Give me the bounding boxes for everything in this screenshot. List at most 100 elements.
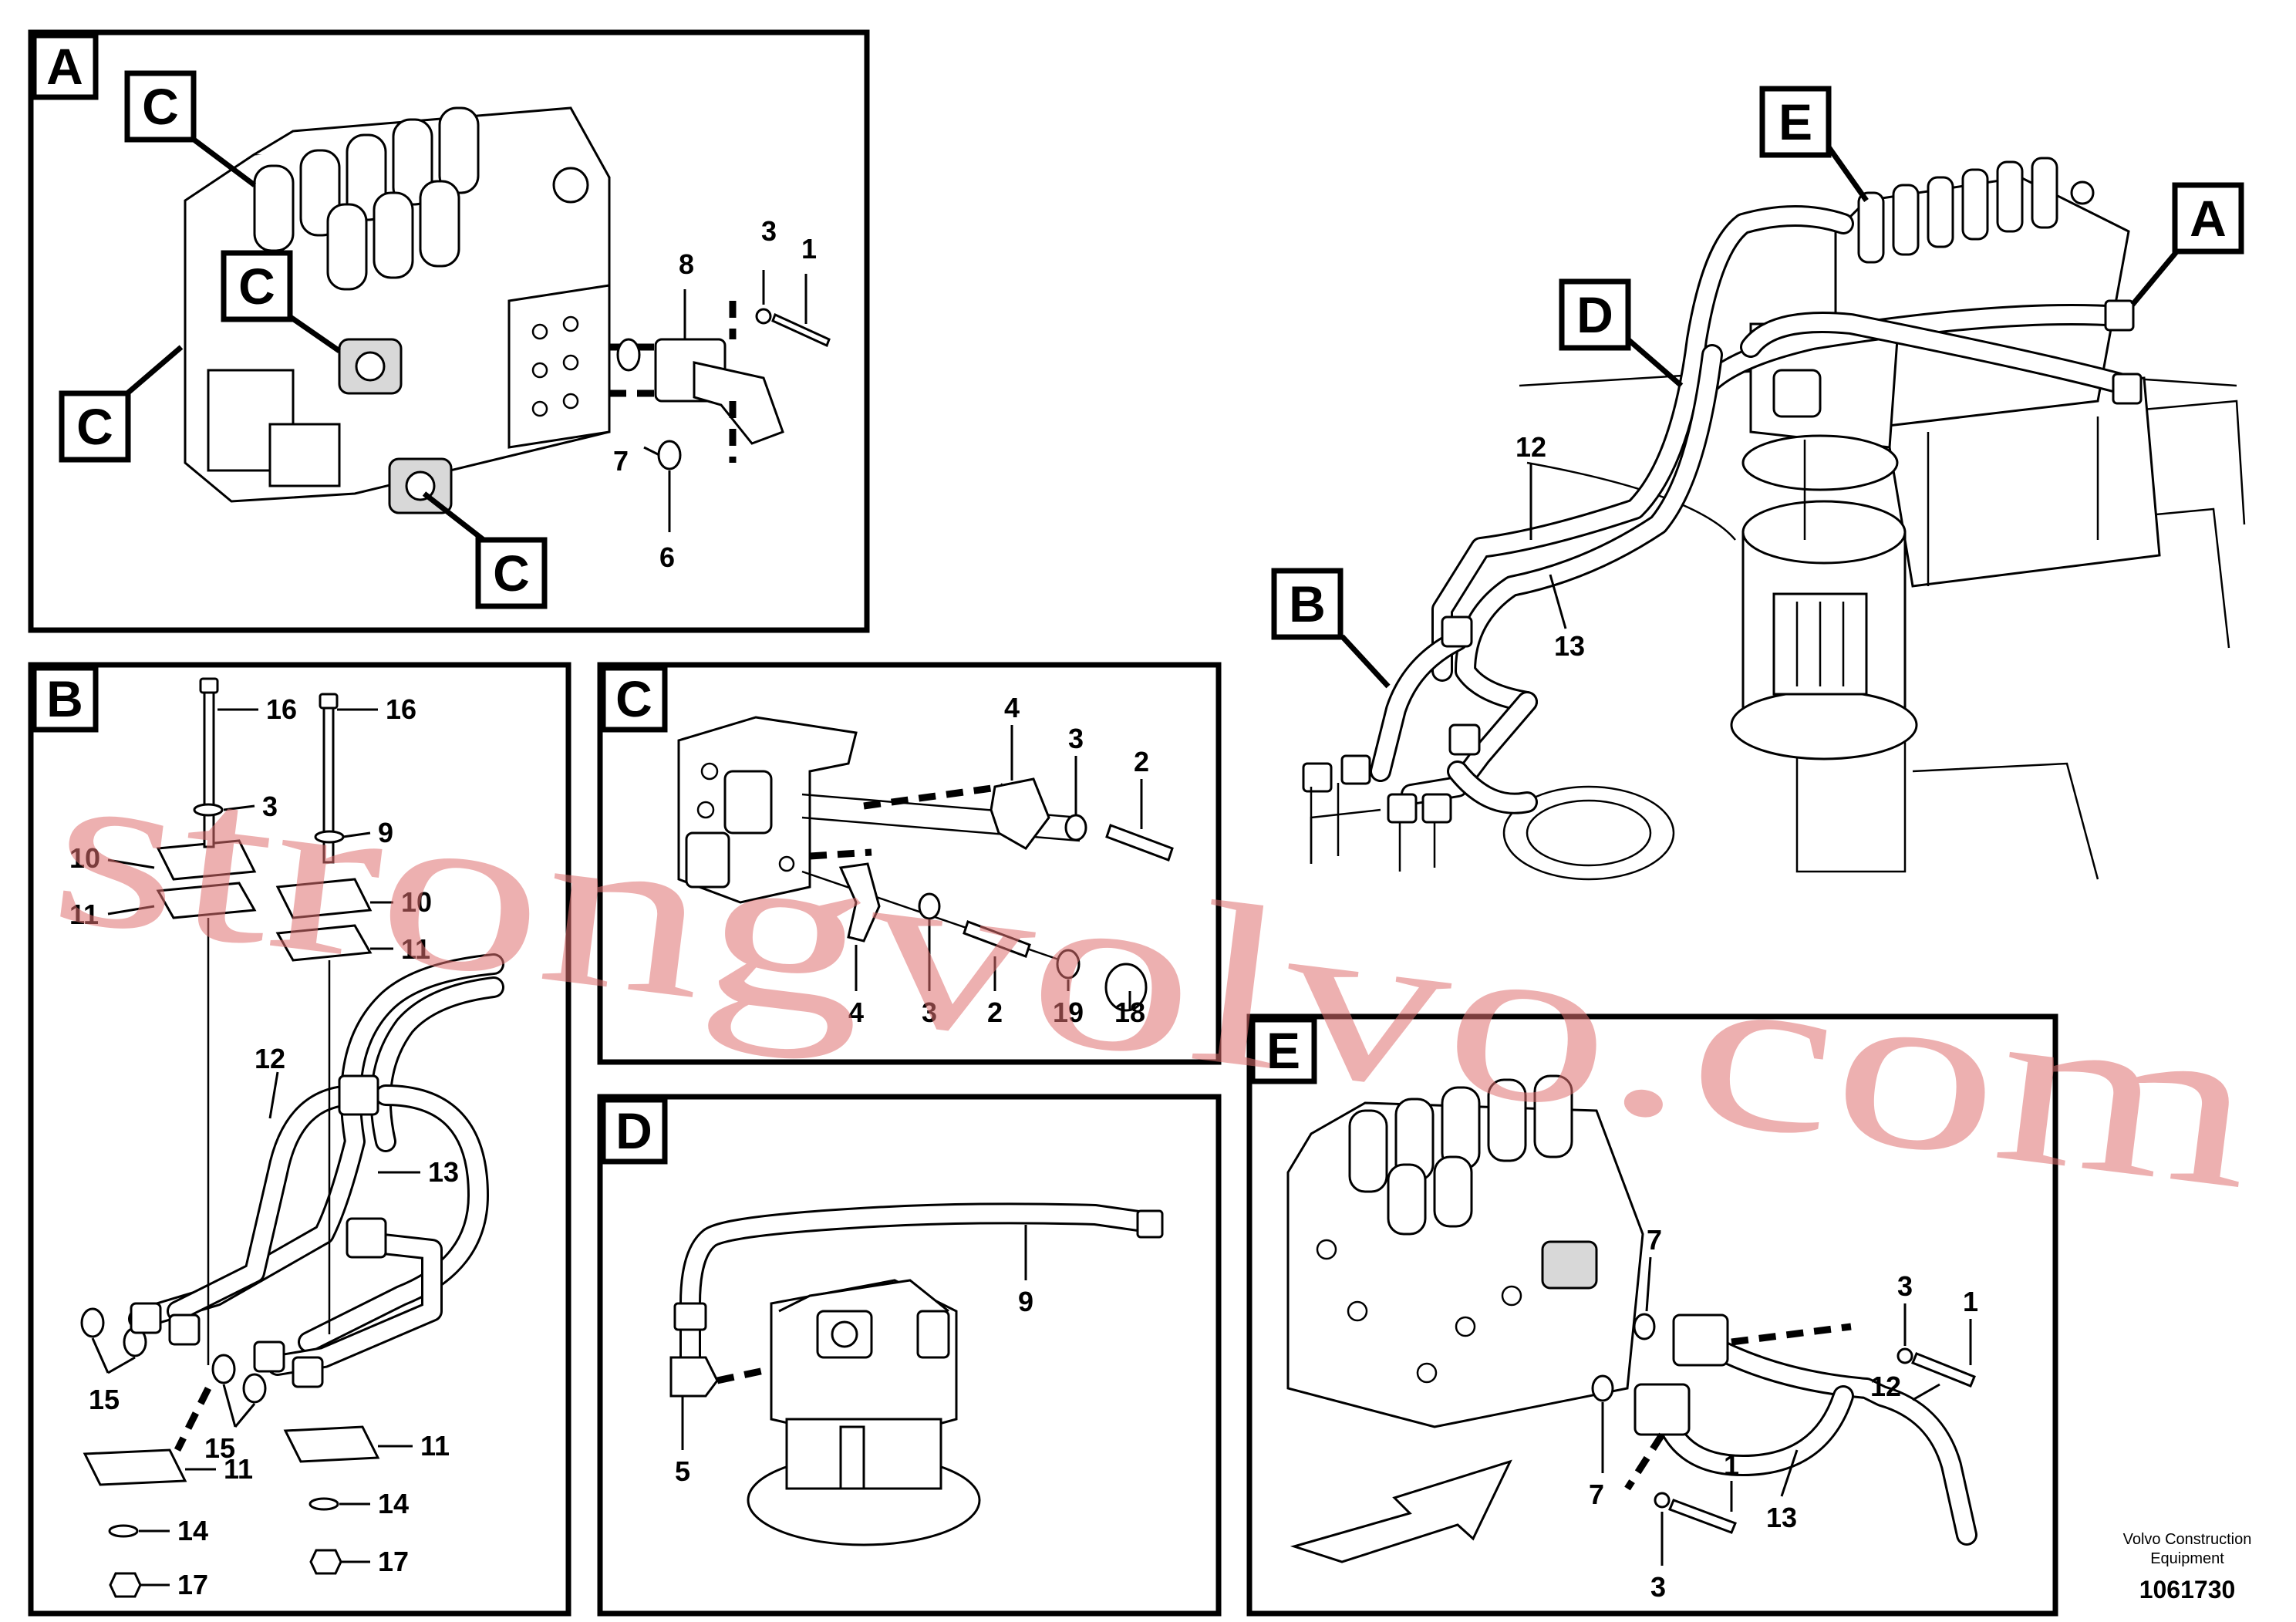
view-a-subtag-box-4 [475,537,548,609]
overview-tag-box-b [1271,568,1344,640]
view-c: C 4 3 2 4 3 2 19 18 [597,662,1222,1065]
overview-assembly: E A D B 12 13 [1271,86,2246,881]
overview-tag-box-d [1559,278,1631,351]
view-b-label-16b: 16 [386,693,416,725]
view-a-subtag-1: C [142,78,179,135]
overview-hoses [1302,205,2143,872]
view-c-tag: C [615,670,652,727]
view-direction-arrow-icon [1290,1459,1512,1563]
view-c-tag-box [600,665,668,733]
view-b-tag-box [31,665,99,733]
overview-tag-a: A [2190,190,2227,247]
footer-company-line2: Equipment [2150,1550,2224,1567]
view-e-tag: E [1266,1022,1300,1079]
view-a-subtag-box-3 [59,390,131,463]
view-d-label-5: 5 [675,1455,690,1487]
view-b-orings [80,1302,324,1404]
overview-label-13: 13 [1554,630,1585,662]
view-b-label-15b: 15 [204,1432,235,1464]
view-a-label-7: 7 [613,445,629,477]
view-c-label-3a: 3 [1068,723,1084,754]
view-b-clamps-top [156,677,373,1365]
overview-swing-motor [1730,322,1918,760]
view-e-valve [1286,1074,1644,1428]
view-e-pipes-and-flanges [1591,1313,1977,1546]
footer: Volvo Construction Equipment 1061730 [2123,1531,2252,1603]
view-b-label-14a: 14 [177,1515,208,1546]
view-d-hose [669,1202,1164,1398]
view-a-subtag-box-2 [221,250,293,322]
view-b-label-10a: 10 [69,842,100,874]
view-b-label-13: 13 [428,1156,459,1188]
overview-tag-b: B [1289,575,1326,632]
view-a-subtag-box-1 [124,70,197,143]
view-b-tag: B [46,670,83,727]
view-d-leaders [681,1225,1027,1450]
view-b-label-17b: 17 [378,1546,409,1577]
view-a-flange-assembly [609,301,831,470]
view-a-subtag-2: C [238,258,275,315]
view-e-label-13: 13 [1766,1502,1797,1533]
view-d-tag: D [615,1102,652,1159]
footer-drawing-number: 1061730 [2139,1576,2236,1603]
view-a-subtag-3: C [76,398,113,455]
view-e-label-1b: 1 [1724,1449,1739,1481]
view-c-valve-section [677,716,858,904]
view-e-label-7b: 7 [1589,1479,1604,1510]
view-b-label-10b: 10 [401,886,432,918]
view-a-spools [253,106,480,291]
view-b-label-12: 12 [255,1043,285,1074]
view-c-label-18: 18 [1114,996,1145,1028]
view-b-label-15a: 15 [89,1384,120,1415]
view-c-leaders [855,725,1143,1010]
view-b-label-11b: 11 [401,933,430,965]
view-c-label-2a: 2 [1134,746,1149,777]
overview-tag-box-e [1759,86,1832,158]
view-a-label-3: 3 [761,215,777,247]
view-e-view-arrow [1290,1459,1512,1563]
view-d: D 9 5 [597,1094,1222,1617]
overview-tag-d: D [1576,286,1613,343]
view-a-label-8: 8 [679,248,694,280]
view-a-tag-box [31,32,99,100]
view-c-label-2b: 2 [987,996,1003,1028]
view-b-label-3: 3 [262,791,278,822]
view-e-label-12: 12 [1870,1371,1901,1402]
view-a-label-1: 1 [801,233,817,265]
view-e-label-3b: 3 [1650,1571,1666,1603]
view-b-label-11a: 11 [69,899,99,930]
footer-company-line1: Volvo Construction [2123,1531,2252,1548]
view-d-label-9: 9 [1018,1286,1033,1317]
view-e: E 7 3 1 12 7 1 13 3 [1246,1013,2058,1617]
view-b-label-11d: 11 [420,1430,450,1462]
view-a: A C C C C 3 1 8 7 6 [28,29,870,633]
view-b-label-17a: 17 [177,1569,208,1600]
view-d-motor [716,1279,981,1546]
view-b: B 16 16 3 9 10 10 11 11 12 13 15 15 11 1… [28,662,571,1617]
view-a-tag: A [46,38,83,95]
view-b-pipes [128,953,504,1376]
view-c-label-4b: 4 [848,996,864,1028]
view-d-tag-box [600,1097,668,1165]
view-b-label-11c: 11 [224,1453,253,1485]
overview-label-12: 12 [1515,431,1546,463]
overview-tag-box-a [2172,182,2244,255]
view-b-clamps-bottom [83,1386,380,1598]
view-c-label-19: 19 [1053,996,1084,1028]
view-c-parts [801,777,1174,1012]
view-b-label-14b: 14 [378,1488,409,1519]
view-b-label-16a: 16 [266,693,297,725]
view-c-label-3b: 3 [922,996,937,1028]
view-a-label-6: 6 [659,541,675,573]
view-e-label-3a: 3 [1897,1270,1913,1302]
view-a-subtag-4: C [493,545,530,602]
view-e-label-7a: 7 [1647,1224,1662,1256]
view-a-valve-illustration [184,106,611,514]
view-e-leaders [1601,1256,1972,1566]
view-b-leaders [91,708,420,1587]
view-e-tag-box [1249,1017,1317,1084]
overview-tag-e: E [1778,93,1812,150]
view-b-label-9: 9 [378,817,393,848]
view-e-label-1a: 1 [1963,1286,1978,1317]
